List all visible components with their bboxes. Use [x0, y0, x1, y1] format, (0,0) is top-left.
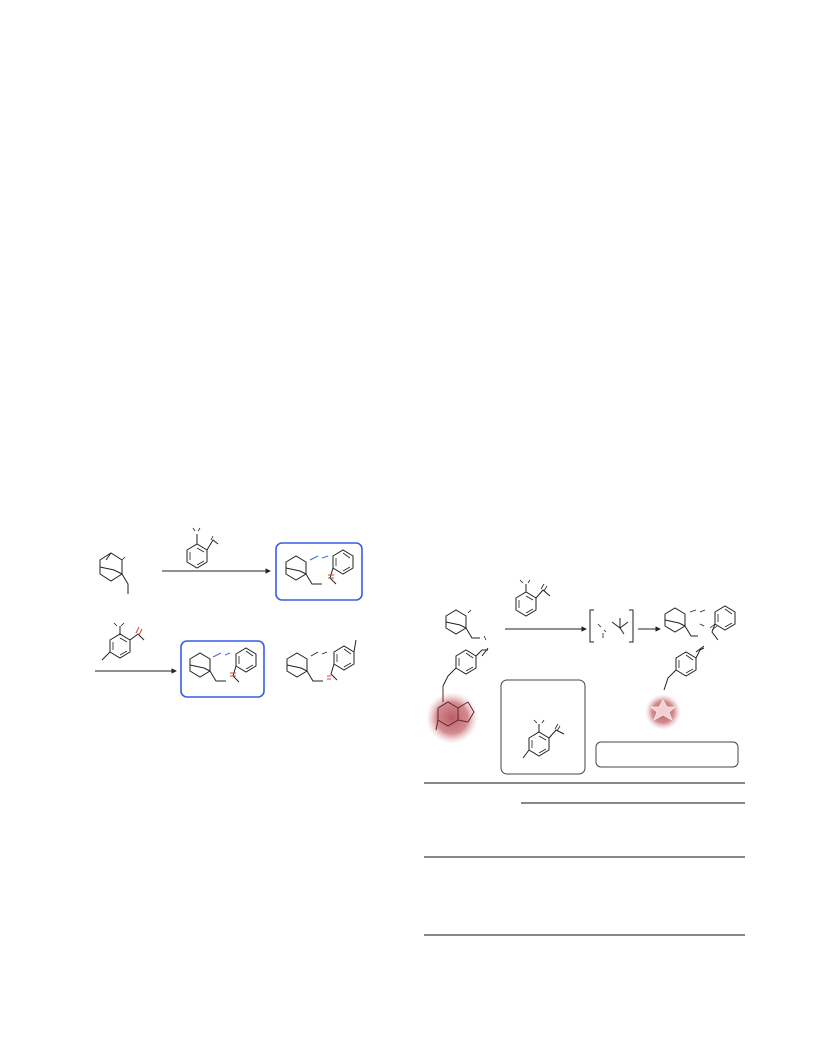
bracketed-intermediate — [589, 609, 634, 643]
table-1 — [424, 782, 745, 936]
inset-reagent-structure — [522, 719, 565, 759]
star-icon — [650, 699, 676, 721]
scheme-a-row2 — [95, 622, 357, 698]
highlighted-product-box — [180, 640, 265, 698]
methyl-aminoacetophenone-reagent — [101, 622, 145, 661]
highlighted-product-box — [275, 542, 363, 601]
aminoacetophenone-reagent-b — [515, 579, 551, 617]
aminoacetophenone-reagent — [186, 527, 219, 569]
scheme-a-row1 — [99, 527, 363, 601]
pinane-reactant — [99, 552, 129, 594]
side-product-structure — [286, 639, 357, 682]
reagent-inset-box — [500, 679, 586, 775]
fluorophore-conjugate-reactant — [426, 609, 489, 744]
boxed-product-structure-2 — [189, 647, 257, 683]
scheme-b — [426, 579, 739, 775]
fluorophore-conjugate-product — [645, 605, 736, 730]
boxed-product-structure — [285, 549, 354, 585]
caption-label-box — [595, 741, 739, 768]
fluorophore-glow-icon — [426, 692, 478, 744]
